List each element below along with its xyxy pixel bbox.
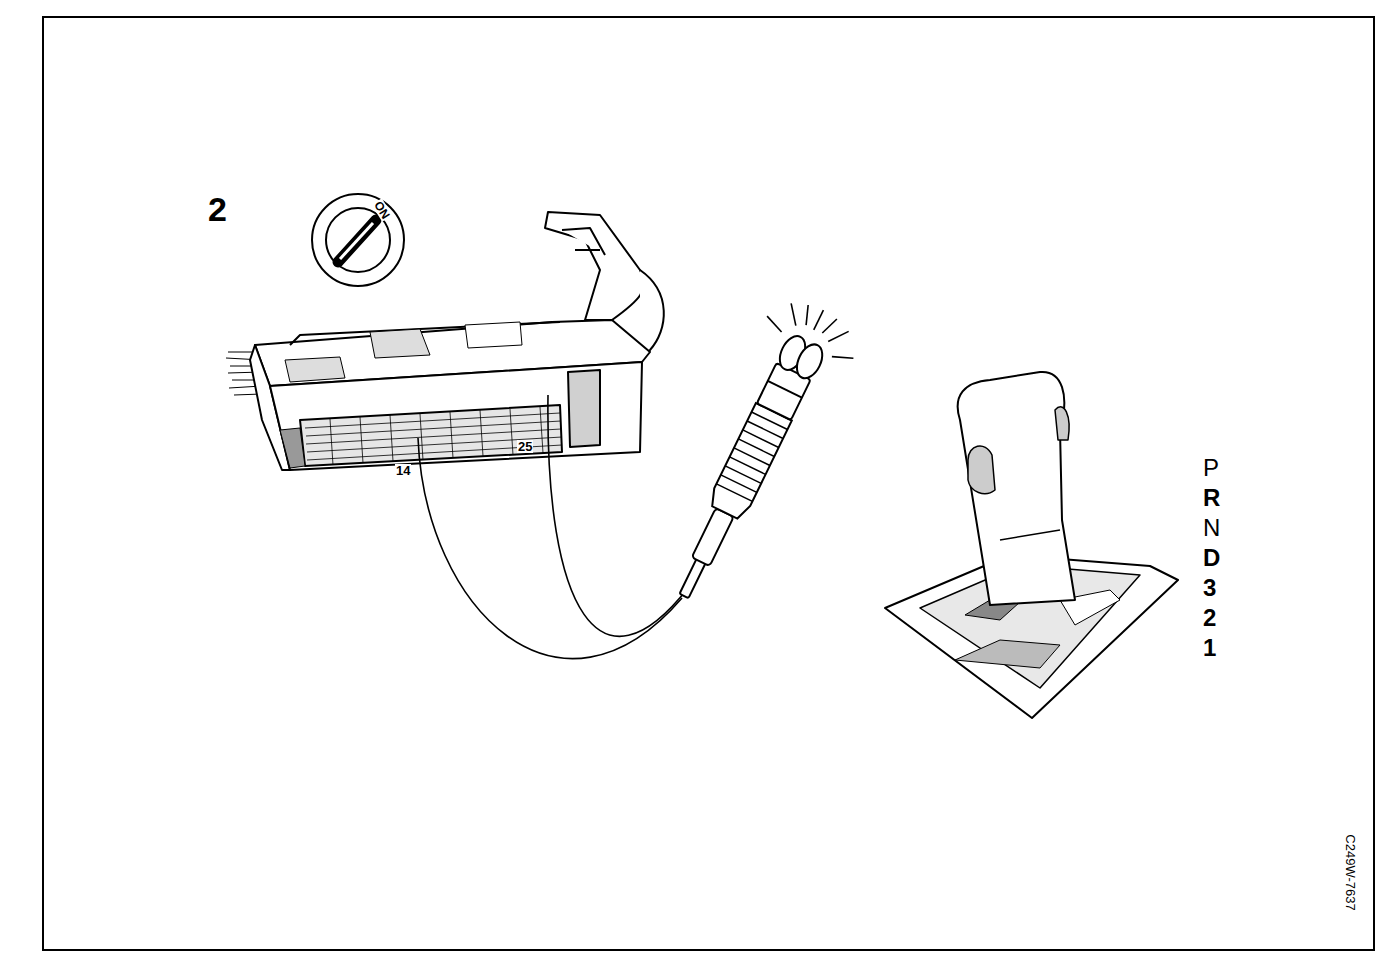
frame-border: [43, 17, 1374, 950]
figure-number: 2: [208, 192, 227, 226]
gear-position: 2: [1203, 606, 1216, 630]
ecu-connector: [226, 212, 664, 470]
pin-number: 25: [517, 440, 533, 453]
figure-code: C249W-7637: [1344, 834, 1357, 910]
gear-position: R: [1203, 486, 1220, 510]
gear-position: D: [1203, 546, 1220, 570]
test-wire: [418, 395, 688, 659]
gear-position: P: [1203, 456, 1219, 480]
switch-position: ON: [372, 198, 393, 221]
gear-position: N: [1203, 516, 1220, 540]
gear-selector: [885, 372, 1178, 718]
pin-number: 14: [395, 464, 411, 477]
test-lamp: [641, 289, 867, 617]
ignition-switch-symbol: [312, 194, 404, 286]
gear-position: 1: [1203, 636, 1216, 660]
gear-position: 3: [1203, 576, 1216, 600]
